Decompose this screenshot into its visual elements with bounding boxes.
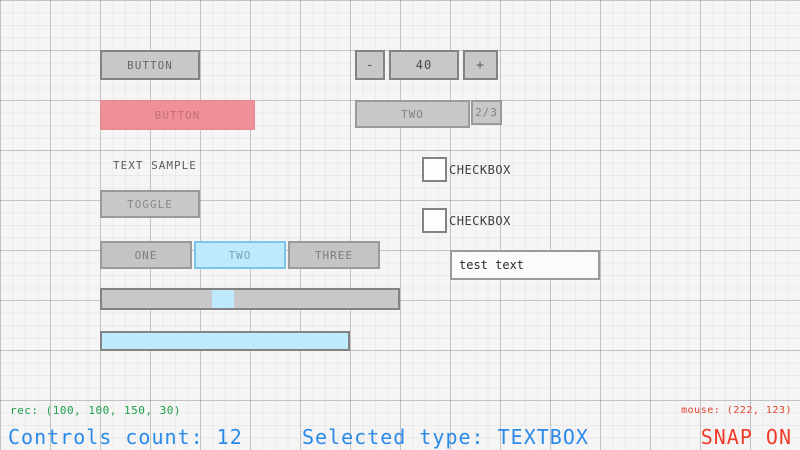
checkbox-label-1: CHECKBOX xyxy=(449,162,511,177)
checkbox-box-1[interactable] xyxy=(422,157,447,182)
spinner-increment-button[interactable]: + xyxy=(463,50,498,80)
button-danger[interactable]: BUTTON xyxy=(100,100,255,130)
toggle-group-option-two[interactable]: TWO xyxy=(194,241,286,269)
spinner-decrement-button[interactable]: - xyxy=(355,50,385,80)
combobox-value[interactable]: TWO xyxy=(355,100,470,128)
checkbox-box-2[interactable] xyxy=(422,208,447,233)
spinner-value[interactable]: 40 xyxy=(389,50,459,80)
slider-handle[interactable] xyxy=(212,290,234,308)
progress-bar-fill xyxy=(102,333,348,349)
progress-bar xyxy=(100,331,350,351)
status-rec-coords: rec: (100, 100, 150, 30) xyxy=(10,404,181,417)
status-mouse-coords: mouse: (222, 123) xyxy=(681,405,792,416)
status-snap-mode: SNAP ON xyxy=(700,425,792,449)
slider[interactable] xyxy=(100,288,400,310)
combobox-index-indicator[interactable]: 2/3 xyxy=(471,100,502,125)
checkbox-row-2[interactable]: CHECKBOX xyxy=(422,208,602,233)
label-text-sample: TEXT SAMPLE xyxy=(113,158,197,172)
status-selected-type: Selected type: TEXTBOX xyxy=(302,425,589,449)
toggle-button[interactable]: TOGGLE xyxy=(100,190,200,218)
checkbox-row-1[interactable]: CHECKBOX xyxy=(422,157,602,182)
toggle-group-option-three[interactable]: THREE xyxy=(288,241,380,269)
textbox[interactable]: test text xyxy=(450,250,600,280)
toggle-group-option-one[interactable]: ONE xyxy=(100,241,192,269)
status-controls-count: Controls count: 12 xyxy=(8,425,243,449)
checkbox-label-2: CHECKBOX xyxy=(449,213,511,228)
button-default[interactable]: BUTTON xyxy=(100,50,200,80)
